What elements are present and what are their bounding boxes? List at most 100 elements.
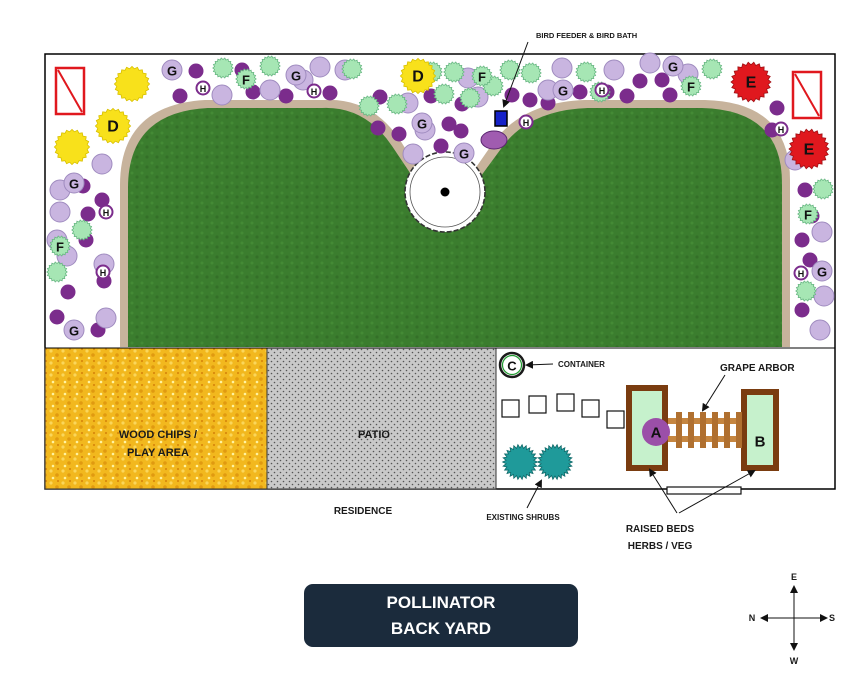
patio-label: PATIO (358, 429, 390, 441)
plant-code-h: H (200, 84, 207, 94)
plant-code-f: F (478, 70, 486, 85)
plant-code-g: G (69, 324, 79, 339)
raised-beds-label-2: HERBS / VEG (628, 541, 693, 552)
shrub (501, 443, 539, 481)
plant-code-h: H (523, 118, 530, 128)
plant-d (94, 107, 132, 145)
plant-f (797, 203, 819, 225)
plant-lavender (811, 221, 833, 243)
plant-purple (572, 84, 588, 100)
plant-code-g: G (167, 64, 177, 79)
bird-feeder-pointer (502, 41, 529, 108)
bench (666, 486, 742, 495)
plant-g (161, 59, 183, 81)
plant-h-center (520, 116, 532, 128)
plant-purple (453, 123, 469, 139)
plant-purple (504, 87, 520, 103)
bird-feeder (494, 110, 508, 127)
no-plant-sign-right (791, 70, 823, 120)
grape-arbor-pointer (701, 374, 726, 412)
plant-mint (575, 61, 597, 83)
plant-code-e: E (746, 75, 757, 92)
compass-east: E (791, 572, 797, 582)
plant-code-g: G (417, 117, 427, 132)
plant-code-g: G (291, 69, 301, 84)
plant-g (63, 172, 85, 194)
plant-g (285, 64, 307, 86)
title-line-2: BACK YARD (390, 618, 492, 638)
plant-code-f: F (687, 80, 695, 95)
plant-g (63, 319, 85, 341)
plant-purple (441, 116, 457, 132)
plant-mint (46, 261, 68, 283)
compass-north: N (749, 613, 756, 623)
bed-b-code: B (755, 434, 766, 451)
compass-south: S (829, 613, 835, 623)
plant-purple (654, 72, 670, 88)
bed-a-code: A (651, 425, 662, 442)
bird-feeder-label: BIRD FEEDER & BIRD BATH (536, 31, 637, 40)
plant-purple (49, 309, 65, 325)
container-pointer (525, 360, 554, 369)
plant-code-h: H (599, 86, 606, 96)
plant-code-f: F (56, 240, 64, 255)
plant-purple (80, 206, 96, 222)
plant-purple (278, 88, 294, 104)
grape-arbor (668, 412, 742, 448)
plant-h-center (775, 123, 787, 135)
raised-beds-label-1: RAISED BEDS (626, 524, 695, 535)
bed-a-plant (642, 418, 670, 446)
plant-mint (212, 57, 234, 79)
plant-purple (802, 252, 818, 268)
plant-f (680, 75, 702, 97)
plant-mint (520, 62, 542, 84)
plant-g (811, 260, 833, 282)
plant-lavender (309, 56, 331, 78)
plant-purple (794, 302, 810, 318)
plant-purple (522, 92, 538, 108)
plant-mint (443, 61, 465, 83)
plant-code-h: H (311, 87, 318, 97)
plant-h-center (97, 266, 109, 278)
plant-code-f: F (804, 208, 812, 223)
plant-purple (322, 85, 338, 101)
plant-f (471, 65, 493, 87)
raised-beds-pointer-a (648, 468, 678, 514)
plant-mint (71, 219, 93, 241)
plant-code-g: G (459, 147, 469, 162)
plant-mint (459, 87, 481, 109)
plant-code-f: F (242, 73, 250, 88)
compass-west: W (790, 656, 799, 666)
container-plant-ring (501, 354, 523, 376)
no-plant-sign-left (54, 66, 86, 116)
plant-h-center (795, 267, 807, 279)
plant-g (552, 79, 574, 101)
wood-chips-label-2: PLAY AREA (127, 447, 189, 459)
plant-g (411, 112, 433, 134)
plant-purple (370, 120, 386, 136)
plant-lavender (809, 319, 831, 341)
plant-purple (797, 182, 813, 198)
plant-code-d: D (412, 69, 424, 86)
shrubs-label: EXISTING SHRUBS (486, 513, 560, 522)
container-label: CONTAINER (558, 360, 605, 369)
plant-lavender (49, 201, 71, 223)
plant-mint (701, 58, 723, 80)
stepping-stone (501, 399, 520, 418)
plant-lavender (813, 285, 835, 307)
plant-h-center (308, 85, 320, 97)
plant-purple (423, 88, 439, 104)
grape-arbor-label: GRAPE ARBOR (720, 363, 795, 374)
plant-h-center (596, 84, 608, 96)
plant-purple (794, 232, 810, 248)
stepping-stone (606, 410, 625, 429)
plant-purple (391, 126, 407, 142)
plant-f (49, 235, 71, 257)
plant-purple (433, 138, 449, 154)
plant-e (788, 128, 830, 170)
wood-chips-area (44, 347, 268, 490)
stepping-stone (581, 399, 600, 418)
plant-g (662, 55, 684, 77)
plant-lavender (259, 79, 281, 101)
existing-shrubs (501, 443, 574, 481)
